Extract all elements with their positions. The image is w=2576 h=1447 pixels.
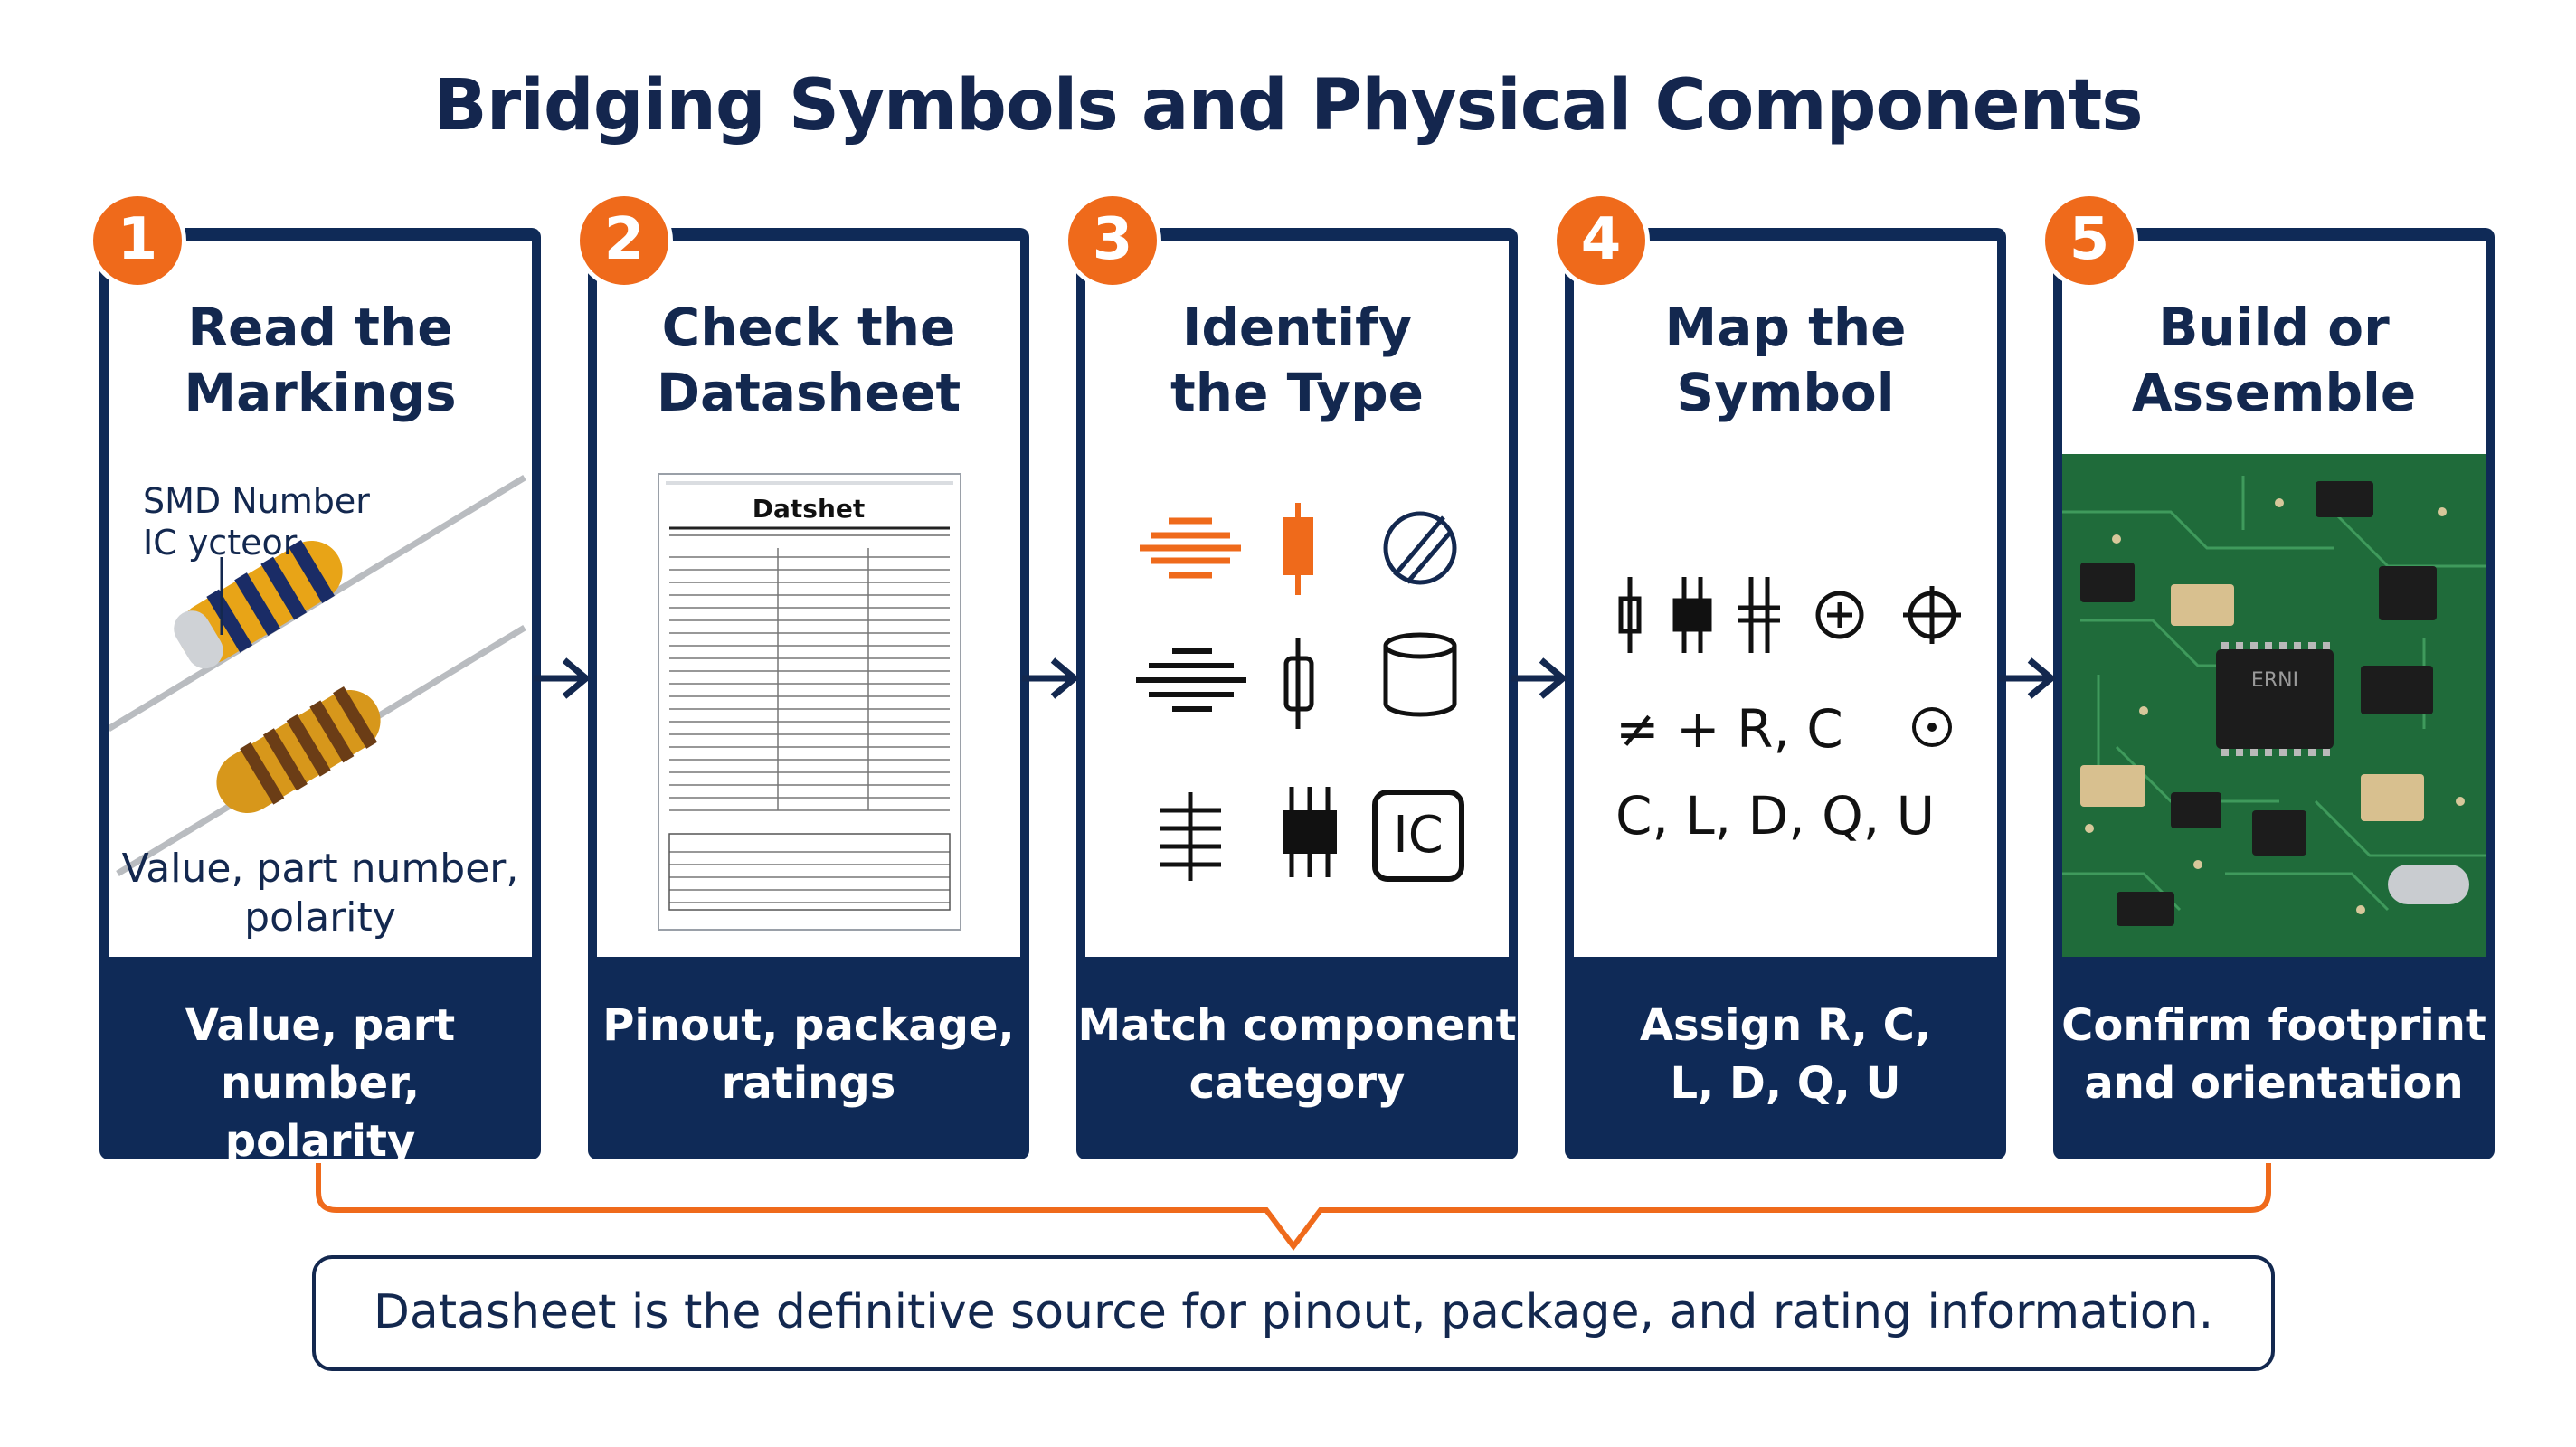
- step-5-footer-line1: Confirm footprint: [2061, 1000, 2486, 1051]
- datasheet-note: Datasheet is the definitive source for p…: [312, 1255, 2275, 1371]
- step-2-footer-line2: ratings: [721, 1058, 896, 1109]
- step-5-heading-line2: Assemble: [2131, 362, 2417, 423]
- step-card-4: Map the Symbol ≠ + R, C C, L, D, Q, U As…: [1565, 228, 2006, 1159]
- resistor-orange-icon: [1283, 503, 1313, 595]
- smd-number-label: SMD Number IC ycteor: [143, 480, 370, 563]
- step-1-panel: Read the Markings: [109, 241, 532, 957]
- resistor-caption-line2: polarity: [244, 894, 396, 941]
- step-2-heading-line1: Check the: [661, 297, 956, 358]
- step-4-footer-line2: L, D, Q, U: [1670, 1058, 1901, 1109]
- step-4-heading: Map the Symbol: [1574, 295, 1997, 425]
- step-2-heading-line2: Datasheet: [656, 362, 961, 423]
- step-5-number-badge: 5: [2041, 192, 2138, 289]
- step-1-footer: Value, part number, polarity: [99, 997, 541, 1170]
- cylinder-capacitor-icon: [1383, 632, 1457, 717]
- step-3-footer-line1: Match component: [1077, 1000, 1517, 1051]
- inductor-icon: [1136, 648, 1246, 712]
- smd-label-line1: SMD Number: [143, 481, 370, 521]
- step-4-heading-line1: Map the: [1664, 297, 1907, 358]
- step-1-footer-line1: Value, part number,: [185, 1000, 456, 1109]
- arrow-right-icon: [1022, 657, 1080, 699]
- step-card-3: Identify the Type: [1076, 228, 1518, 1159]
- ic-label: IC: [1393, 806, 1444, 865]
- transistor-icon: [1283, 787, 1337, 877]
- step-3-footer: Match component category: [1076, 997, 1518, 1112]
- chip-label: ERNI: [2250, 669, 2299, 692]
- step-2-heading: Check the Datasheet: [597, 295, 1020, 425]
- arrow-right-icon: [534, 657, 592, 699]
- step-5-footer: Confirm footprint and orientation: [2053, 997, 2495, 1112]
- symbol-row-2: ≠ + R, C: [1615, 698, 1843, 760]
- step-3-heading-line2: the Type: [1170, 362, 1424, 423]
- step-2-number-badge: 2: [575, 192, 673, 289]
- resistors-illustration: [109, 475, 526, 876]
- step-5-heading-line1: Build or: [2158, 297, 2390, 358]
- step-4-footer-line1: Assign R, C,: [1639, 1000, 1932, 1051]
- step-3-heading-line1: Identify: [1181, 297, 1413, 358]
- capacitor-orange-icon: [1140, 517, 1241, 579]
- step-2-panel: Check the Datasheet: [597, 241, 1020, 957]
- step-4-heading-line2: Symbol: [1676, 362, 1895, 423]
- step-4-panel: Map the Symbol ≠ + R, C C, L, D, Q, U: [1574, 241, 1997, 957]
- step-3-heading: Identify the Type: [1085, 295, 1509, 425]
- step-5-footer-line2: and orientation: [2084, 1058, 2464, 1109]
- step-card-5: Build or Assemble: [2053, 228, 2495, 1159]
- component-type-icons: [1136, 503, 1464, 882]
- resistor-caption: Value, part number, polarity: [109, 845, 532, 942]
- symbol-row-3: C, L, D, Q, U: [1615, 785, 1936, 846]
- step-card-2: Check the Datasheet: [588, 228, 1029, 1159]
- step-2-footer-line1: Pinout, package,: [602, 1000, 1015, 1051]
- step-4-footer: Assign R, C, L, D, Q, U: [1565, 997, 2006, 1112]
- pcb-photo-illustration: [2062, 454, 2486, 957]
- step-2-footer: Pinout, package, ratings: [588, 997, 1029, 1112]
- page-title: Bridging Symbols and Physical Components: [433, 65, 2143, 147]
- resistor-caption-line1: Value, part number,: [121, 846, 519, 892]
- step-4-number-badge: 4: [1552, 192, 1650, 289]
- step-3-panel: Identify the Type: [1085, 241, 1509, 957]
- transformer-icon: [1160, 792, 1221, 881]
- ic-box-icon: [1372, 790, 1464, 882]
- variable-component-icon: [1383, 511, 1457, 585]
- datasheet-doc-title: Datshet: [752, 494, 866, 524]
- fuse-icon: [1283, 638, 1314, 729]
- schematic-symbols-row: [1618, 577, 1961, 747]
- step-1-heading-line1: Read the: [187, 297, 453, 358]
- step-card-1: Read the Markings: [99, 228, 541, 1167]
- step-1-heading: Read the Markings: [109, 295, 532, 425]
- datasheet-document-illustration: [658, 473, 961, 931]
- step-1-footer-line2: polarity: [224, 1116, 416, 1167]
- step-5-heading: Build or Assemble: [2062, 295, 2486, 425]
- step-3-number-badge: 3: [1064, 192, 1161, 289]
- step-3-footer-line2: category: [1189, 1058, 1406, 1109]
- arrow-right-icon: [1511, 657, 1568, 699]
- step-1-number-badge: 1: [89, 192, 186, 289]
- arrow-right-icon: [1999, 657, 2057, 699]
- summary-brace: [316, 1163, 2271, 1251]
- smd-label-line2: IC ycteor: [143, 523, 298, 563]
- step-5-panel: Build or Assemble: [2062, 241, 2486, 957]
- step-1-heading-line2: Markings: [184, 362, 457, 423]
